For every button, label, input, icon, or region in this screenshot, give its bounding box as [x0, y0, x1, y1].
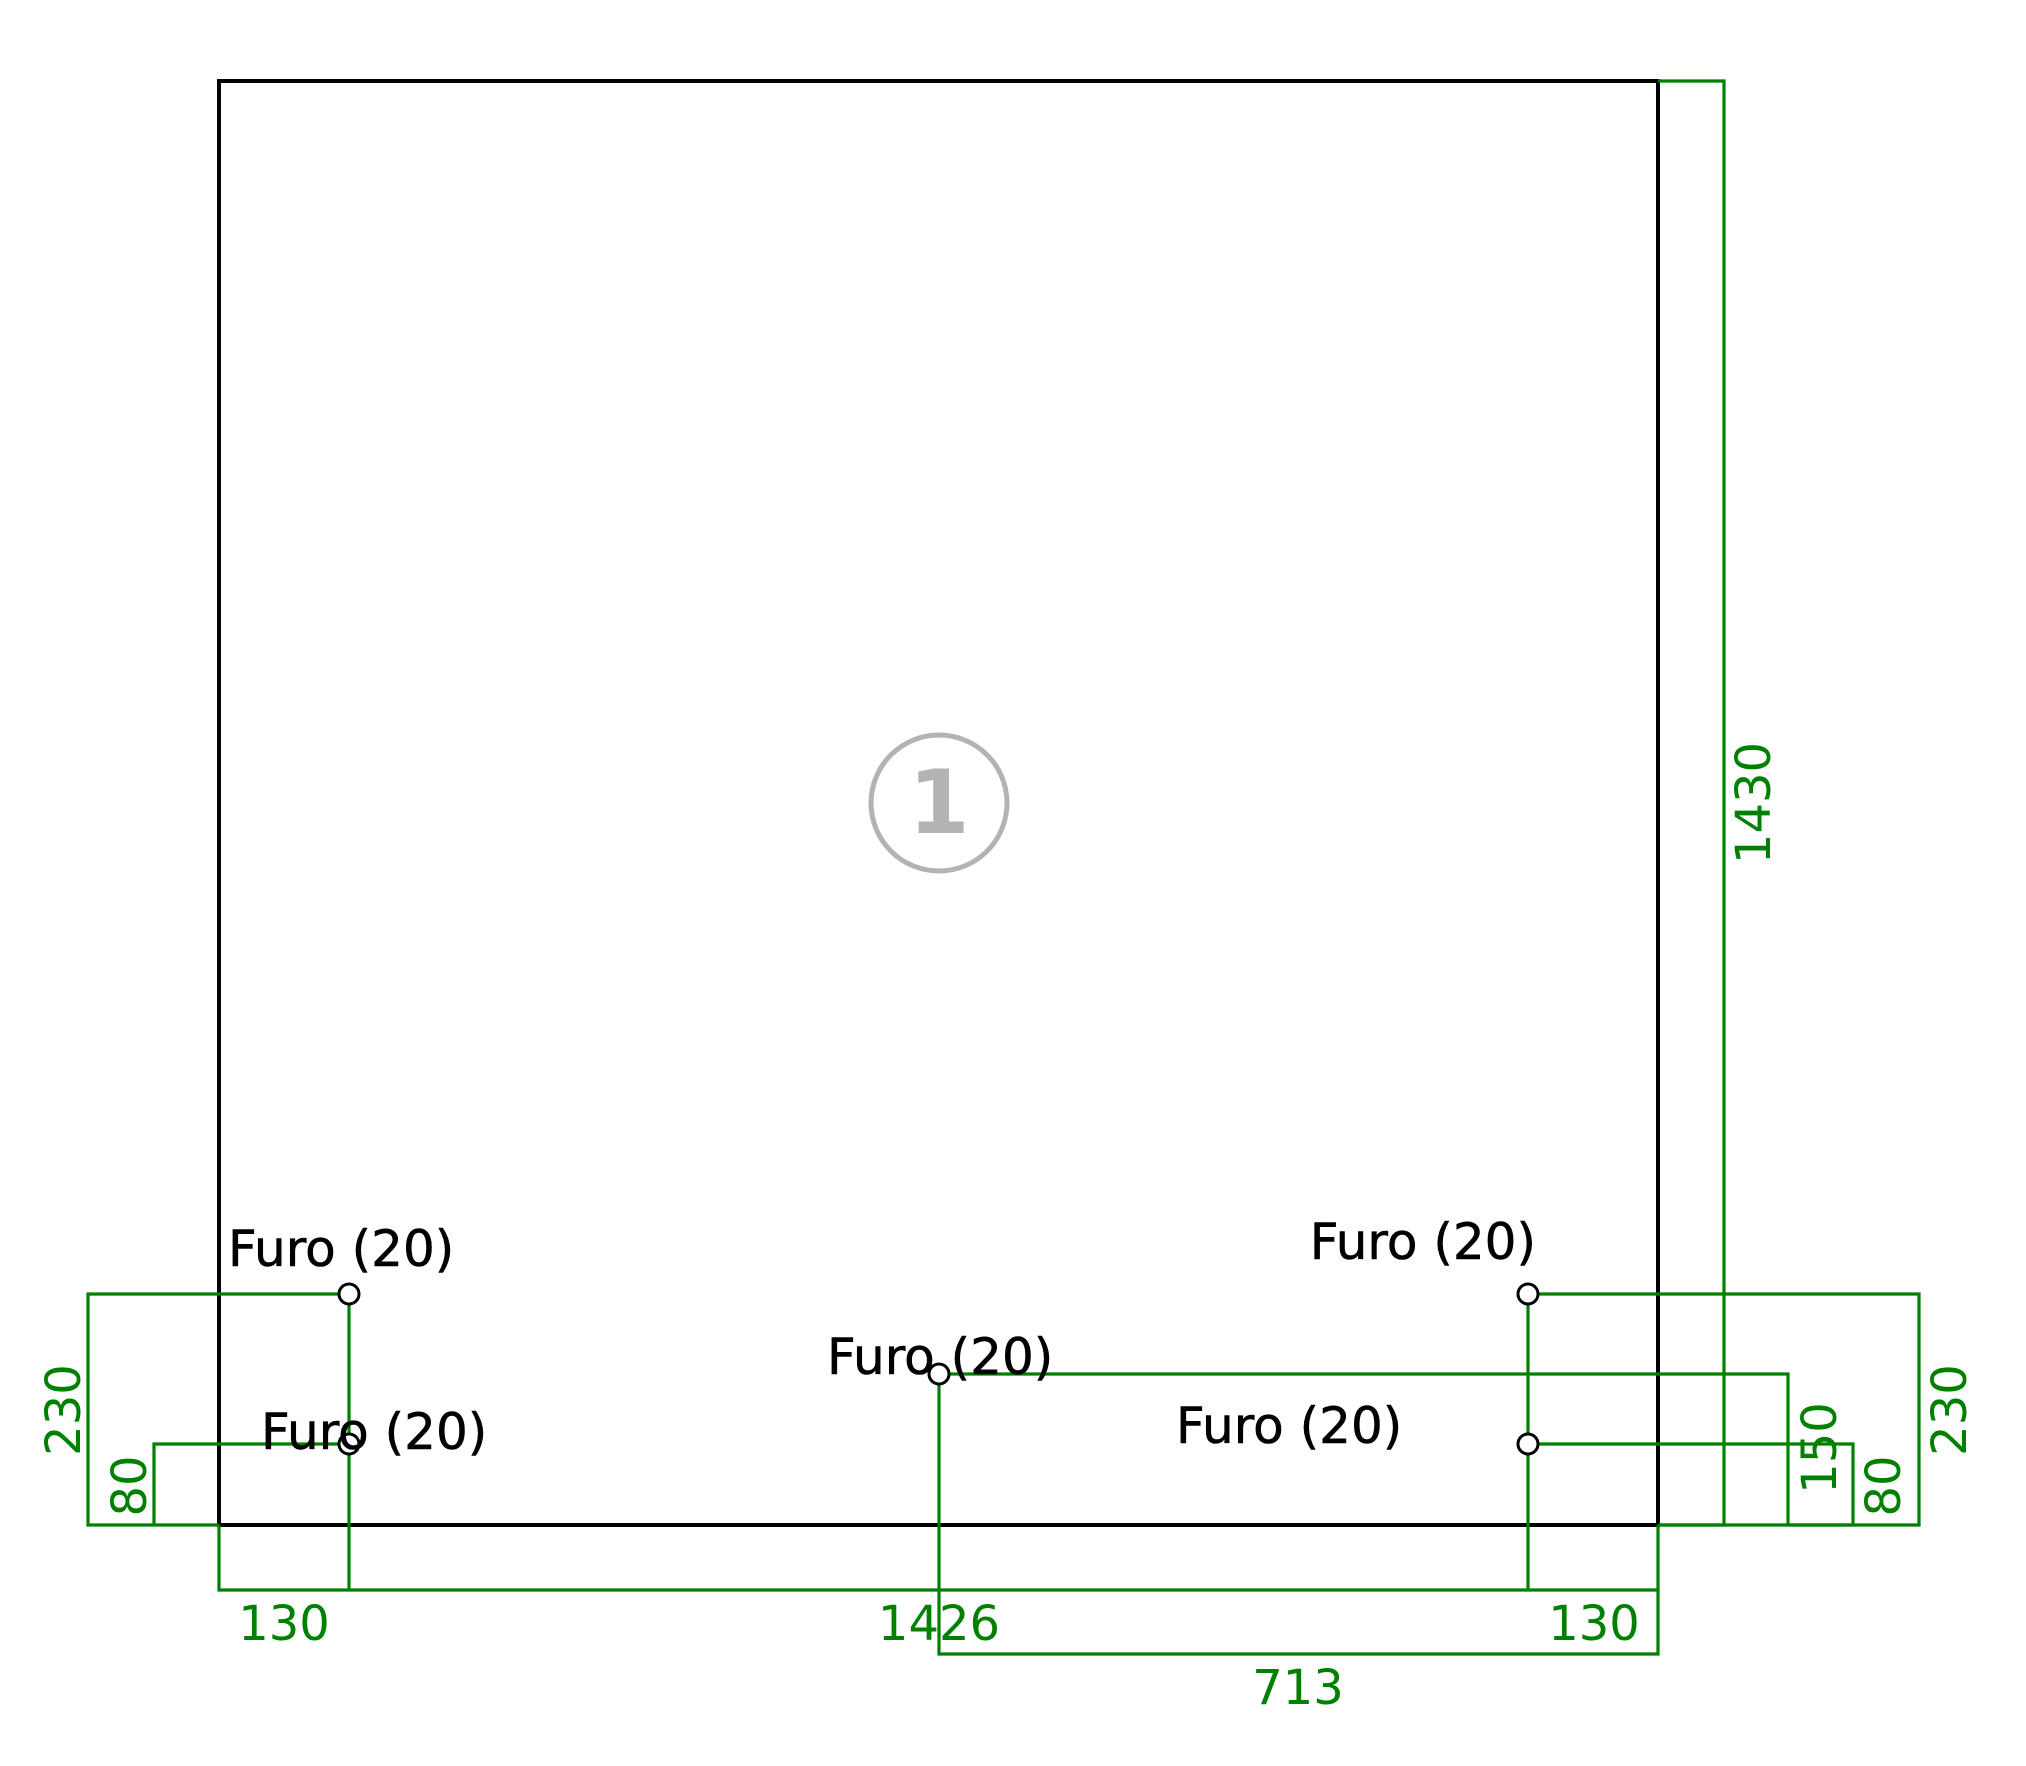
dim-line-overall-width	[349, 1525, 1660, 1592]
part-number-label: 1	[908, 751, 969, 854]
dim-value-right-hole-x: 130	[1548, 1596, 1640, 1652]
hole-labels: Furo (20) Furo (20) Furo (20) Furo (20) …	[228, 1213, 1537, 1462]
dim-line-left-lower-y	[152, 1442, 349, 1525]
hole-left-lower	[337, 1432, 361, 1456]
hole-label-right-upper: Furo (20)	[1310, 1213, 1536, 1271]
dim-value-overall-width: 1426	[878, 1596, 1000, 1652]
dim-line-left-hole-x	[217, 1525, 349, 1592]
hole-left-upper	[337, 1282, 361, 1306]
dim-line-overall-height	[1658, 79, 1726, 1527]
hole-right-upper	[1516, 1282, 1540, 1306]
hole-label-center: Furo (20)	[827, 1328, 1053, 1386]
hole-center	[927, 1362, 951, 1386]
hole-label-left-lower: Furo (20)	[261, 1403, 487, 1461]
dim-value-right-upper-y: 230	[1922, 1364, 1978, 1456]
dim-line-center-hole-x	[937, 1374, 1660, 1656]
part-number-marker: 1	[868, 732, 1010, 874]
dimension-values: 1430 230 80 230 150 80 130 1426 130 713	[36, 742, 1978, 1716]
dim-value-overall-height: 1430	[1726, 742, 1782, 864]
dim-line-right-lower-y	[1528, 1442, 1855, 1527]
dim-value-right-lower-y: 80	[1856, 1455, 1912, 1516]
dim-value-left-upper-y: 230	[36, 1364, 92, 1456]
dim-value-center-hole-y: 150	[1792, 1402, 1848, 1494]
dim-value-center-hole-x: 713	[1252, 1660, 1344, 1716]
dim-line-center-hole-y	[939, 1372, 1790, 1525]
part-number-circle	[868, 732, 1010, 874]
hole-right-lower	[1516, 1432, 1540, 1456]
hole-label-left-upper: Furo (20)	[228, 1220, 454, 1278]
hole-label-right-lower: Furo (20)	[1176, 1397, 1402, 1455]
holes	[337, 1282, 1540, 1456]
dim-value-left-lower-y: 80	[102, 1455, 158, 1516]
dim-value-left-hole-x: 130	[238, 1596, 330, 1652]
